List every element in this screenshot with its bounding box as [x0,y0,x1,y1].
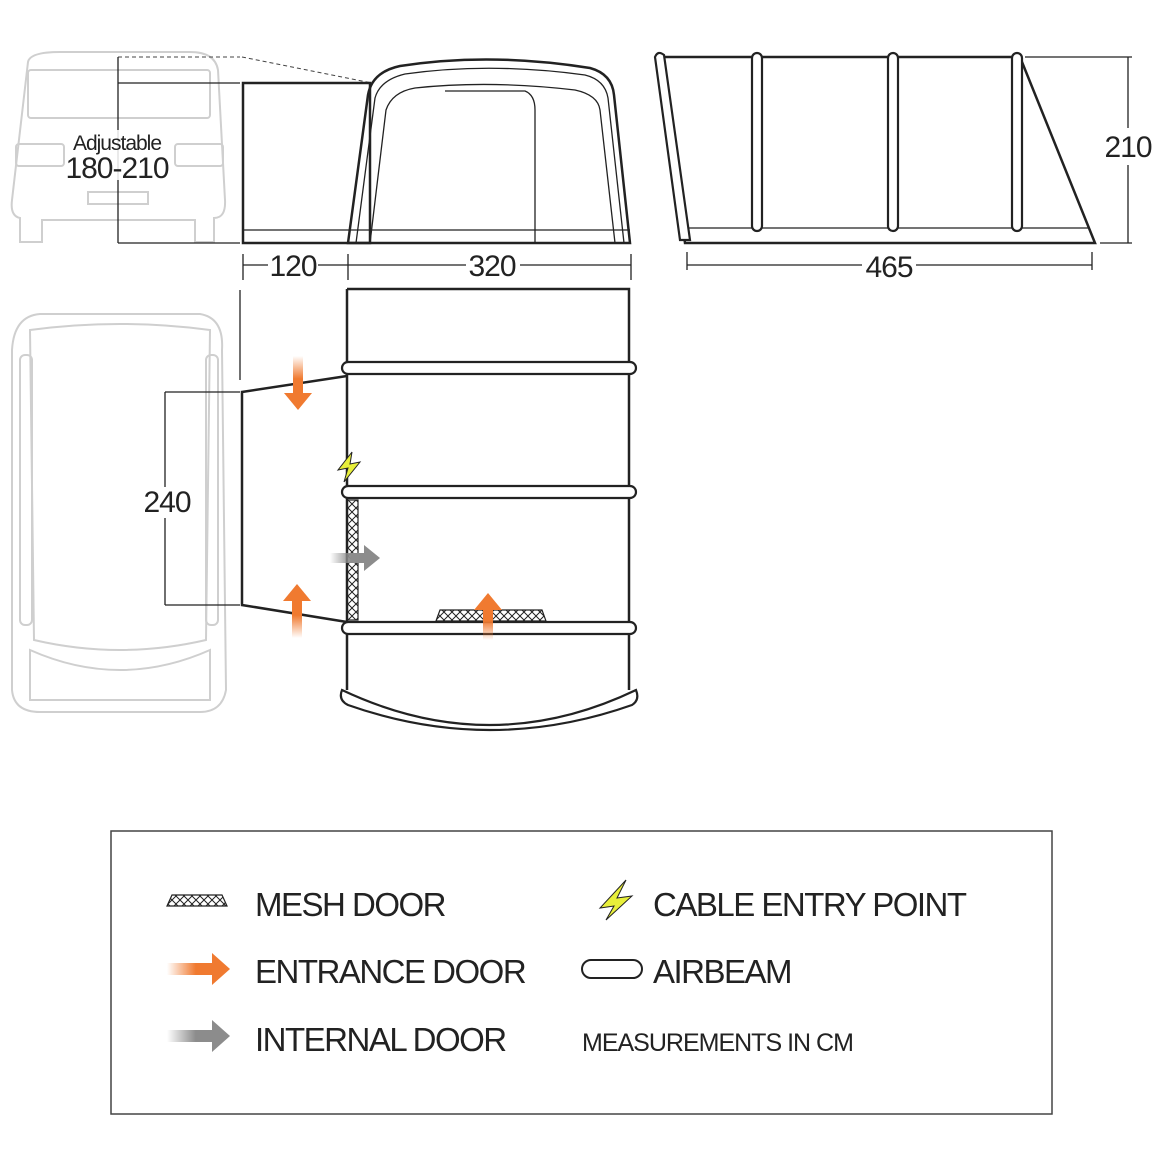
entrance-door-arrow [284,356,312,410]
vehicle-rear-view [10,51,227,243]
dim-total-length: 465 [865,251,912,284]
dim-main-depth: 320 [468,250,515,283]
cable-entry-legend-icon [598,879,634,921]
adjustable-range: 180-210 [65,152,168,185]
legend-entrance-door: ENTRANCE DOOR [255,953,526,990]
tent-floor-plan [240,287,639,732]
entrance-door-arrow [283,584,311,638]
legend-mesh-door: MESH DOOR [255,886,446,923]
tent-side-elevation [653,51,1097,245]
entrance-door-icon [167,953,230,985]
dim-front-depth: 120 [269,250,316,283]
internal-door-icon [167,1020,230,1052]
vehicle-top-view [11,313,228,713]
measurements-note: MEASUREMENTS IN CM [582,1029,853,1057]
adjustable-label: Adjustable [73,132,161,155]
legend: MESH DOOR ENTRANCE DOOR INTERNAL DOOR CA… [110,830,1053,1115]
internal-door-arrow [330,545,380,571]
airbeam [340,360,638,376]
legend-cable-entry-point: CABLE ENTRY POINT [653,886,967,923]
entrance-door-arrow [474,593,502,640]
dim-width: 240 [143,486,190,519]
mesh-door-icon [166,894,228,907]
legend-airbeam: AIRBEAM [653,953,791,990]
tent-front-elevation [241,58,632,245]
cable-entry-icon [336,451,362,483]
legend-internal-door: INTERNAL DOOR [255,1021,506,1058]
airbeam [340,484,638,500]
airbeam-icon [581,959,643,979]
dim-height: 210 [1104,131,1151,164]
